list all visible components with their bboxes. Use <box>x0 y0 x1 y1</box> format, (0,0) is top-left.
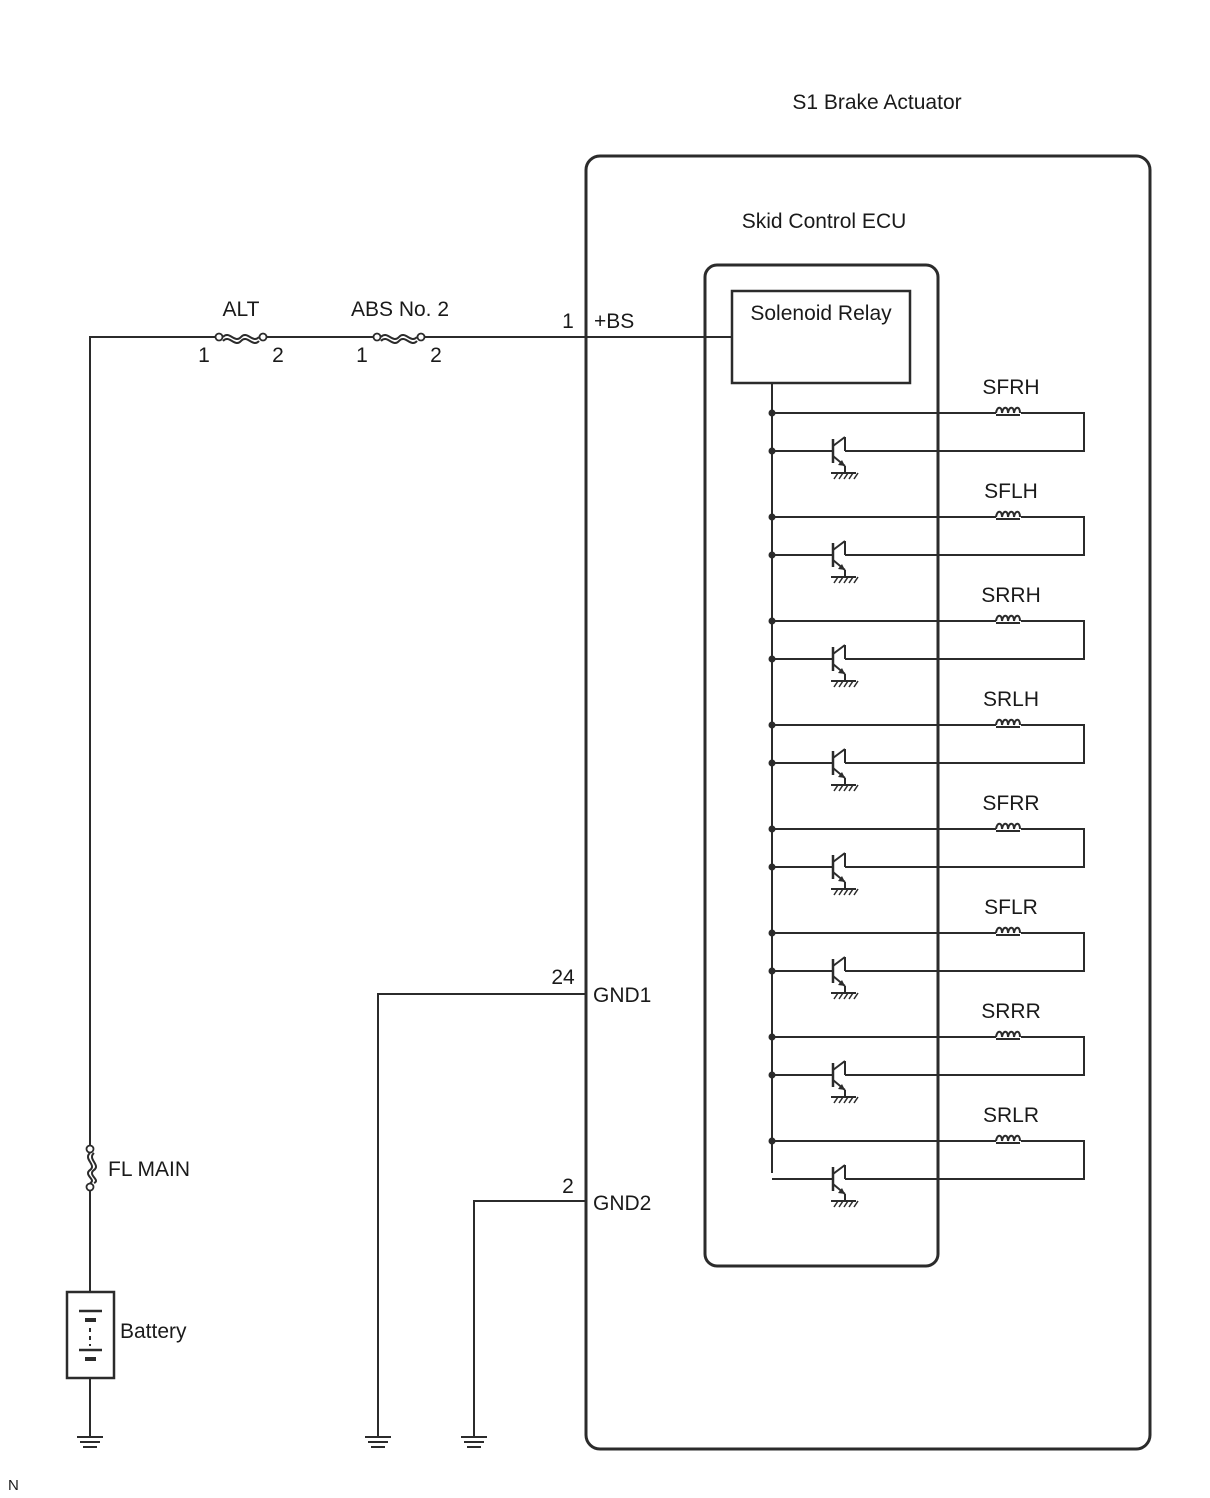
solenoid-wire-return <box>845 620 1085 660</box>
transistor-icon <box>831 956 859 1000</box>
solenoid-row-srlh: SRLH <box>768 688 1085 792</box>
solenoid-coil-icon <box>995 406 1021 416</box>
junction-dot <box>768 721 776 729</box>
bs-terminal-name: +BS <box>594 310 634 333</box>
actuator-title: S1 Brake Actuator <box>792 91 961 114</box>
solenoid-coil-icon <box>995 614 1021 624</box>
transistor-icon <box>831 644 859 688</box>
fl-main-fuse-icon <box>85 1144 97 1192</box>
abs-no2-pin-1: 1 <box>356 344 368 367</box>
skid-control-ecu-box <box>703 263 940 1268</box>
solenoid-label-srlh: SRLH <box>983 688 1039 711</box>
abs-no2-pin-2: 2 <box>430 344 442 367</box>
junction-dot <box>768 409 776 417</box>
junction-dot <box>768 1071 776 1079</box>
junction-dot <box>768 655 776 663</box>
solenoid-label-srrr: SRRR <box>981 1000 1041 1023</box>
solenoid-wire-return <box>845 828 1085 868</box>
solenoid-label-sflh: SFLH <box>984 480 1038 503</box>
solenoid-coil-icon <box>995 1030 1021 1040</box>
transistor-icon <box>831 436 859 480</box>
wire-gnd2 <box>473 1200 586 1437</box>
alt-pin-1: 1 <box>198 344 210 367</box>
junction-dot <box>768 1033 776 1041</box>
solenoid-row-srrr: SRRR <box>768 1000 1085 1104</box>
solenoid-row-srrh: SRRH <box>768 584 1085 688</box>
junction-dot <box>768 759 776 767</box>
transistor-icon <box>831 1164 859 1208</box>
solenoid-label-sfrr: SFRR <box>982 792 1039 815</box>
solenoid-coil-icon <box>995 718 1021 728</box>
bs-pin-number: 1 <box>562 310 574 333</box>
gnd2-terminal-name: GND2 <box>593 1192 651 1215</box>
wire-battery-to-alt <box>89 336 216 1148</box>
solenoid-row-sflr: SFLR <box>768 896 1085 1000</box>
solenoid-label-srlr: SRLR <box>983 1104 1039 1127</box>
gnd1-ground-icon <box>365 1436 391 1448</box>
junction-dot <box>768 617 776 625</box>
solenoid-wire-return <box>845 724 1085 764</box>
abs-no2-fuse-label: ABS No. 2 <box>351 298 449 321</box>
footer-code: N <box>8 1477 19 1494</box>
abs-no2-fuse-icon <box>372 332 426 344</box>
brake-actuator-box <box>584 154 1152 1451</box>
alt-pin-2: 2 <box>272 344 284 367</box>
solenoid-wire-return <box>845 516 1085 556</box>
solenoid-relay-label: Solenoid Relay <box>750 302 892 325</box>
junction-dot <box>768 825 776 833</box>
junction-dot <box>768 967 776 975</box>
solenoid-rows: SFRH SFLH SRRH SRLH SFRR SFLR SRRR SRLR <box>768 376 1085 1208</box>
solenoid-wire-return <box>845 1036 1085 1076</box>
junction-dot <box>768 513 776 521</box>
solenoid-wire-return <box>845 932 1085 972</box>
gnd1-pin-number: 24 <box>551 966 575 989</box>
solenoid-coil-icon <box>995 1134 1021 1144</box>
solenoid-wire-return <box>845 412 1085 452</box>
gnd1-terminal-name: GND1 <box>593 984 651 1007</box>
fl-main-label: FL MAIN <box>108 1158 190 1181</box>
transistor-icon <box>831 540 859 584</box>
gnd2-ground-icon <box>461 1436 487 1448</box>
junction-dot <box>768 447 776 455</box>
transistor-icon <box>831 748 859 792</box>
junction-dot <box>768 929 776 937</box>
solenoid-row-sfrr: SFRR <box>768 792 1085 896</box>
solenoid-coil-icon <box>995 822 1021 832</box>
battery-icon <box>65 1290 116 1380</box>
solenoid-label-sfrh: SFRH <box>982 376 1039 399</box>
solenoid-coil-icon <box>995 926 1021 936</box>
junction-dot <box>768 551 776 559</box>
wire-gnd1 <box>377 993 586 1437</box>
ecu-label: Skid Control ECU <box>742 210 907 233</box>
alt-fuse-label: ALT <box>223 298 260 321</box>
solenoid-coil-icon <box>995 510 1021 520</box>
battery-label: Battery <box>120 1320 187 1343</box>
junction-dot <box>768 1137 776 1145</box>
solenoid-label-sflr: SFLR <box>984 896 1038 919</box>
alt-fuse-icon <box>214 332 268 344</box>
solenoid-row-srlr: SRLR <box>768 1104 1085 1208</box>
transistor-icon <box>831 852 859 896</box>
battery-ground-icon <box>77 1436 103 1448</box>
solenoid-label-srrh: SRRH <box>981 584 1041 607</box>
solenoid-row-sfrh: SFRH <box>768 376 1085 480</box>
junction-dot <box>768 863 776 871</box>
solenoid-row-sflh: SFLH <box>768 480 1085 584</box>
solenoid-wire-return <box>845 1140 1085 1180</box>
gnd2-pin-number: 2 <box>562 1175 574 1198</box>
transistor-icon <box>831 1060 859 1104</box>
